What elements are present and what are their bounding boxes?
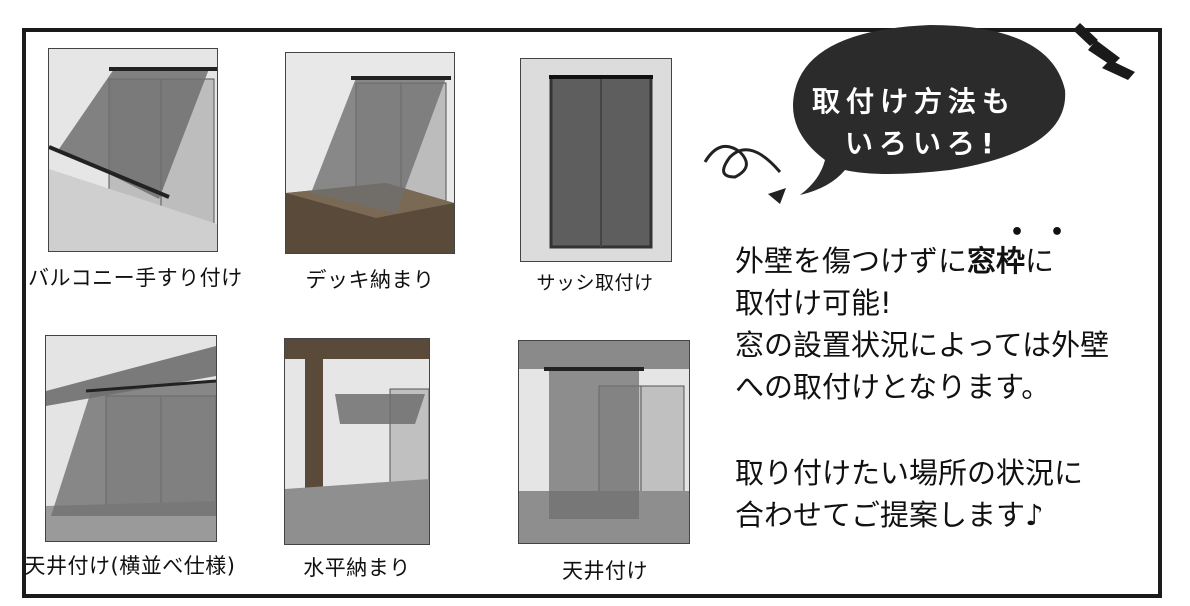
bubble-text-line2: いろいろ! — [845, 127, 1000, 160]
desc-text-emphasis: 窓枠 — [967, 244, 1026, 278]
caption-balcony: バルコニー手すり付け — [28, 266, 243, 290]
image-sash — [520, 58, 672, 262]
description-p2-line2: 合わせてご提案します♪ — [735, 498, 1044, 532]
desc-text-post: に — [1025, 244, 1055, 278]
content-frame — [22, 28, 1162, 598]
desc-text-pre: 外壁を傷つけずに — [735, 244, 968, 278]
caption-sash: サッシ取付け — [536, 272, 654, 294]
speech-bubble: 取付け方法も いろいろ! — [780, 10, 1190, 210]
balcony-illustration — [49, 49, 217, 251]
emphasis-dots: • — [1010, 220, 1025, 245]
caption-horizontal: 水平納まり — [303, 556, 411, 580]
emphasis-dots-2: • — [1050, 220, 1065, 245]
description-p1-line3: 窓の設置状況によっては外壁 — [735, 328, 1110, 362]
image-ceiling — [518, 340, 690, 544]
image-horizontal — [284, 338, 430, 545]
caption-ceiling-side-by-side: 天井付け(横並べ仕様) — [24, 554, 236, 578]
description-p1-line4: への取付けとなります。 — [735, 370, 1051, 404]
description-p1-line1: 外壁を傷つけずに窓枠に — [735, 240, 1054, 282]
speech-bubble-shape — [793, 23, 1135, 195]
caption-ceiling: 天井付け — [562, 559, 648, 583]
sash-illustration — [521, 59, 671, 261]
image-deck — [285, 52, 455, 254]
bubble-text-line1: 取付け方法も — [812, 85, 1017, 118]
horizontal-illustration — [285, 339, 429, 544]
curly-arrow-icon — [703, 144, 786, 204]
image-ceiling-side-by-side — [45, 335, 217, 542]
description-p2-line1: 取り付けたい場所の状況に — [735, 456, 1084, 490]
image-balcony-railing — [48, 48, 218, 252]
ceiling-illustration — [519, 341, 689, 543]
ceiling-side-illustration — [46, 336, 216, 541]
deck-illustration — [286, 53, 454, 253]
caption-deck: デッキ納まり — [305, 268, 435, 292]
description-p1-line2: 取付け可能! — [735, 286, 892, 320]
emphasis-mark — [1073, 23, 1098, 46]
